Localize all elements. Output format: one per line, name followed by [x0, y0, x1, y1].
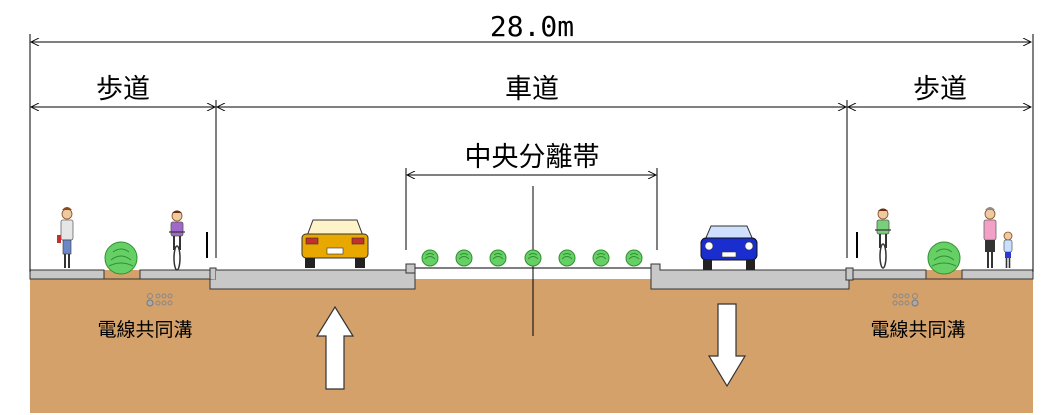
total-width-label: 28.0m — [490, 10, 574, 43]
right-curb — [845, 267, 854, 281]
shrub-icon — [558, 249, 576, 267]
shrub-icon — [524, 249, 542, 267]
arrow-up-icon — [315, 305, 355, 390]
conduit-icon — [892, 293, 919, 307]
soil-ground — [30, 270, 1033, 413]
left-sidewalk-surface — [29, 269, 105, 280]
right-sidewalk-surface-2 — [961, 269, 1034, 280]
median-label: 中央分離帯 — [465, 142, 600, 173]
shrub-icon — [421, 249, 439, 267]
left-utility-label: 電線共同溝 — [97, 319, 192, 341]
left-sidewalk-label: 歩道 — [96, 74, 150, 105]
right-utility-label: 電線共同溝 — [870, 319, 965, 341]
cyclist-icon — [875, 208, 891, 269]
left-median-curb — [405, 263, 416, 274]
right-sidewalk-label: 歩道 — [913, 74, 967, 105]
shrub-icon — [455, 249, 473, 267]
right-sidewalk-surface — [852, 269, 927, 280]
arrow-down-icon — [707, 303, 747, 388]
pedestrian-icon — [57, 207, 74, 268]
shrub-icon — [489, 249, 507, 267]
shrub-icon — [104, 241, 138, 275]
left-sidewalk-surface-2 — [139, 269, 211, 280]
cyclist-icon — [169, 210, 185, 271]
median-shrubs — [421, 249, 643, 267]
pedestrian-icon — [983, 207, 997, 268]
roadway-label: 車道 — [505, 74, 559, 105]
pedestrian-icon — [1003, 231, 1013, 268]
car-icon — [700, 225, 758, 270]
left-curb — [209, 267, 217, 281]
car-icon — [301, 219, 369, 268]
shrub-icon — [592, 249, 610, 267]
shrub-icon — [625, 249, 643, 267]
conduit-icon — [146, 293, 173, 307]
shrub-icon — [927, 241, 961, 275]
